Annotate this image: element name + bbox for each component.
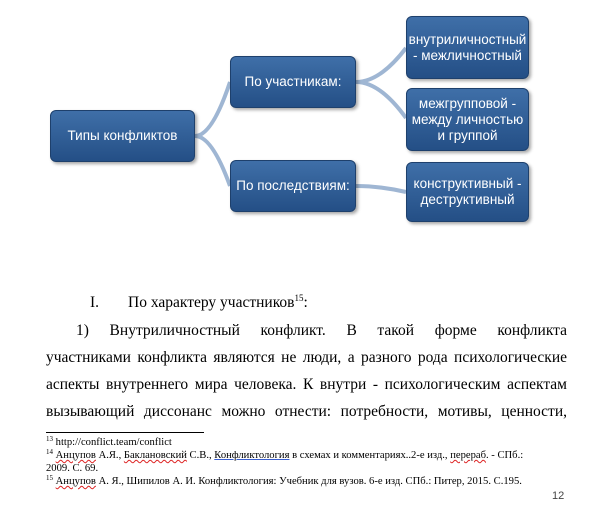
footnote-text: А.Я., [95, 450, 124, 461]
connector-participants-to-intra [355, 46, 408, 84]
node-by-consequences: По последствиям: [230, 160, 356, 212]
paragraph-line-1: 1) Внутриличностный конфликт. В такой фо… [76, 321, 567, 341]
node-conflict-types: Типы конфликтов [50, 110, 195, 162]
diagram-connectors [194, 46, 408, 194]
footnote-text: . - СПб.: [485, 450, 524, 461]
footnote-number: 13 [46, 435, 53, 443]
footnote-author-1: Анцупов [55, 450, 96, 461]
node-intrapersonal-interpersonal: внутриличностный - межличностный [406, 16, 529, 79]
footnote-text: 2009. С. 69. [46, 463, 99, 474]
connector-root-to-participants [194, 81, 232, 138]
paragraph-line-text: 1) Внутриличностный конфликт. В такой фо… [76, 322, 567, 339]
footnote-title: Конфликтология [214, 450, 290, 461]
node-label: конструктивный - деструктивный [413, 176, 522, 207]
footnote-separator [46, 432, 204, 433]
footnote-text: в схемах и комментариях..2-е изд., [289, 450, 451, 461]
footnote-url[interactable]: http://conflict.team/conflict [55, 437, 172, 448]
paragraph-line-text: аспекты внутреннего мира человека. К вну… [46, 376, 567, 393]
page-number: 12 [552, 490, 565, 502]
footnote-text: А. Я., Шипилов А. И. Конфликтология: Уче… [95, 476, 522, 487]
conflict-types-diagram: Типы конфликтов По участникам: По послед… [0, 0, 592, 250]
paragraph-line-3: аспекты внутреннего мира человека. К вну… [46, 375, 567, 395]
heading-title: По характеру участников15: [128, 294, 308, 312]
footnote-14: 14 Анцупов А.Я., Баклановский С.В., Конф… [46, 449, 567, 462]
footnote-13: 13 http://conflict.team/conflict [46, 436, 567, 449]
paragraph-line-text: вызывающий диссонанс можно отнести: потр… [46, 403, 567, 420]
connector-root-to-consequences [194, 134, 232, 187]
heading-text: По характеру участников [128, 294, 295, 311]
paragraph-line-2: участниками конфликта являются не люди, … [46, 348, 567, 368]
connector-participants-to-intergroup [355, 80, 408, 120]
footnote-15: 15 Анцупов А. Я., Шипилов А. И. Конфликт… [46, 475, 567, 488]
connector-consequences-to-constructive [355, 184, 407, 194]
footnote-ref: 15 [294, 293, 304, 303]
node-label: межгрупповой - между личностью и группой [411, 95, 524, 143]
heading-suffix: : [303, 294, 308, 311]
footnote-text: С.В., [186, 450, 215, 461]
footnote-number: 15 [46, 474, 53, 482]
node-label: внутриличностный - межличностный [408, 31, 527, 63]
paragraph-line-text: участниками конфликта являются не люди, … [46, 349, 567, 366]
node-label: По участникам: [244, 74, 342, 89]
footnote-number: 14 [46, 448, 53, 456]
footnote-14-continued: 2009. С. 69. [46, 462, 567, 475]
node-by-participants: По участникам: [230, 56, 356, 108]
node-intergroup: межгрупповой - между личностью и группой [406, 88, 529, 151]
node-constructive-destructive: конструктивный - деструктивный [406, 162, 529, 222]
footnote-author: Анцупов [55, 476, 96, 487]
footnote-author-2: Баклановский [123, 450, 187, 461]
node-label: По последствиям: [236, 178, 350, 193]
footnote-abbrev: перераб [450, 450, 486, 461]
paragraph-line-4: вызывающий диссонанс можно отнести: потр… [46, 402, 567, 422]
node-label: Типы конфликтов [67, 128, 178, 143]
heading-numeral: I. [90, 294, 100, 311]
